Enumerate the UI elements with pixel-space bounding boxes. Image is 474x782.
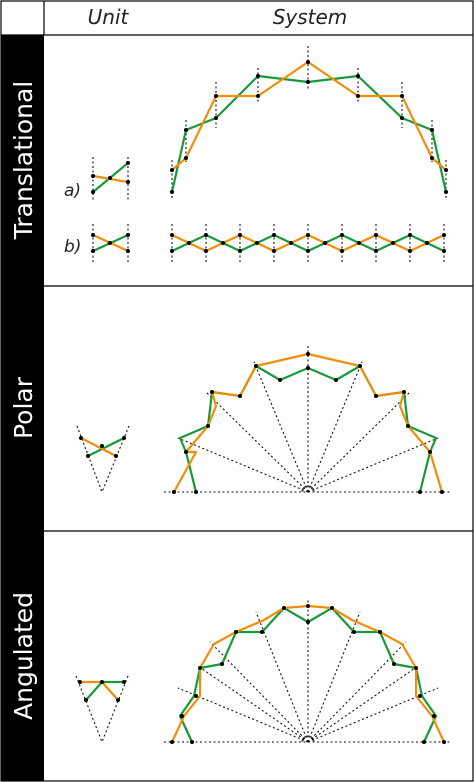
system-translational-a: [170, 46, 448, 200]
row-label-translational: Translational: [9, 81, 38, 240]
row-label-angulated: Angulated: [9, 592, 38, 720]
unit-polar: [76, 425, 130, 493]
system-angulated: [164, 598, 452, 744]
system-translational-b: [170, 224, 446, 262]
label-band-polar: [1, 286, 44, 531]
header-unit: Unit: [88, 5, 130, 29]
sub-label-a: a): [64, 181, 81, 201]
label-band-angulated: [1, 531, 44, 781]
sub-label-b: b): [64, 237, 81, 257]
header-system: System: [273, 5, 348, 29]
unit-angulated: [75, 675, 129, 743]
unit-translational-a: [91, 157, 130, 202]
system-polar: [164, 346, 452, 494]
label-band-translational: [1, 35, 44, 286]
row-label-polar: Polar: [9, 376, 38, 439]
unit-translational-b: [91, 224, 130, 262]
